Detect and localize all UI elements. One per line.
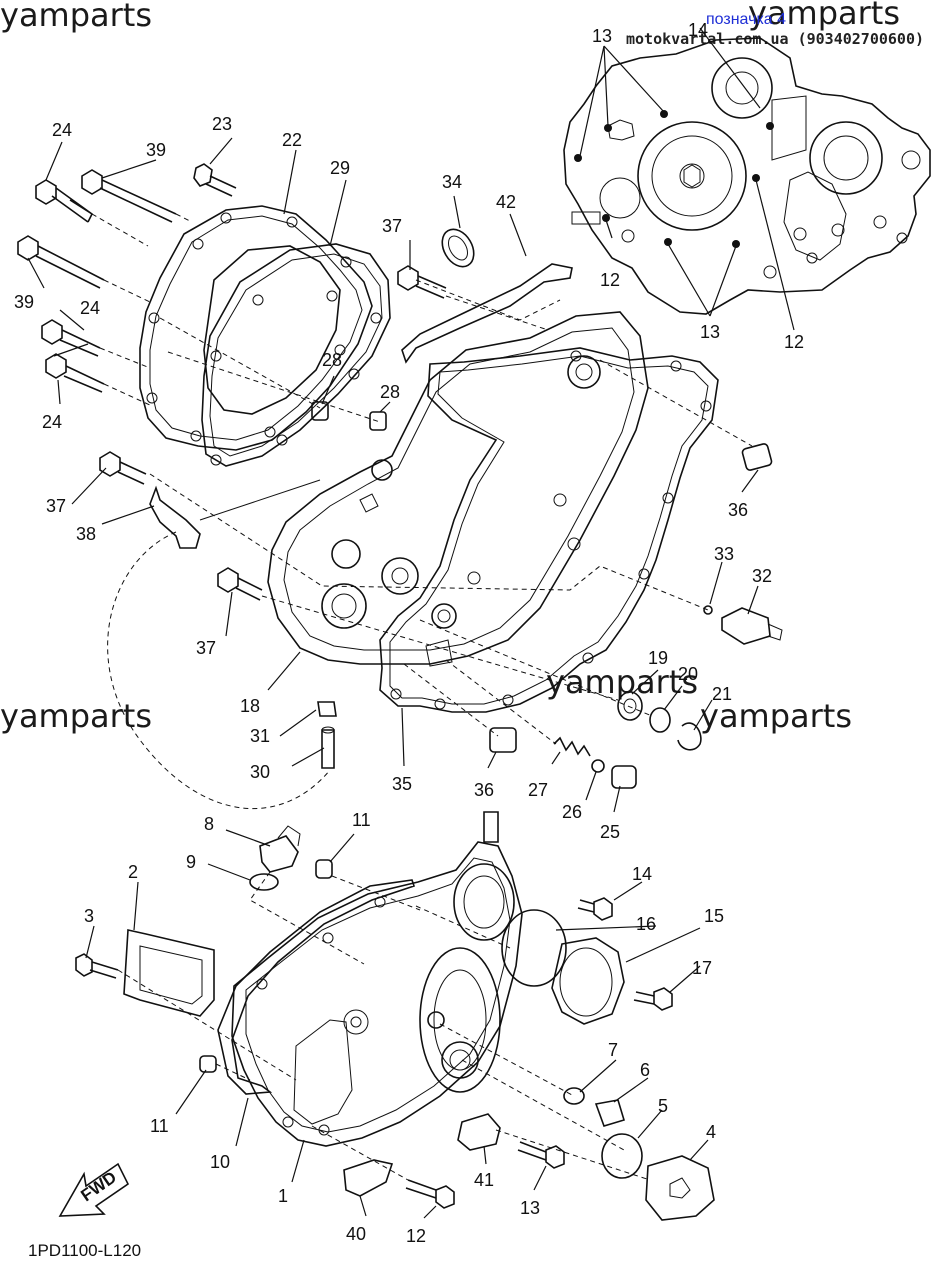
callout-5: 5 <box>658 1096 668 1116</box>
callout-37: 37 <box>46 496 66 516</box>
gasket-35 <box>379 347 719 713</box>
callout-9: 9 <box>186 852 196 872</box>
callout-42: 42 <box>496 192 516 212</box>
gasket-29 <box>201 243 391 467</box>
callout-18: 18 <box>240 696 260 716</box>
callout-34: 34 <box>442 172 462 192</box>
spring-ball-cap <box>553 736 637 789</box>
callout-37: 37 <box>382 216 402 236</box>
crankcase-cover-18 <box>267 311 649 667</box>
plug-8-oring-9 <box>249 825 301 891</box>
impeller-cover-15 <box>415 905 625 1025</box>
water-pump-cover-1 <box>231 811 523 1147</box>
callout-12: 12 <box>600 270 620 290</box>
collar-36 <box>489 443 773 753</box>
callout-7: 7 <box>608 1040 618 1060</box>
callout-14: 14 <box>688 20 708 40</box>
callout-17: 17 <box>692 958 712 978</box>
bracket-42 <box>401 263 573 364</box>
callout-26: 26 <box>562 802 582 822</box>
callout-36: 36 <box>474 780 494 800</box>
callout-12: 12 <box>406 1226 426 1246</box>
crankcase-illustration <box>563 27 931 331</box>
gasket-10 <box>217 879 416 1095</box>
callout-30: 30 <box>250 762 270 782</box>
callout-2: 2 <box>128 862 138 882</box>
callout-13: 13 <box>592 26 612 46</box>
callout-39: 39 <box>146 140 166 160</box>
callout-32: 32 <box>752 566 772 586</box>
callout-29: 29 <box>330 158 350 178</box>
oil-seal-34 <box>441 228 475 268</box>
callout-28: 28 <box>380 382 400 402</box>
bolts-lower <box>75 897 673 1209</box>
callout-19: 19 <box>648 648 668 668</box>
dowel-pins-28 <box>311 401 387 431</box>
diagram-code: 1PD1100-L120 <box>28 1241 141 1260</box>
callout-10: 10 <box>210 1152 230 1172</box>
header-link[interactable]: позначка 4 <box>706 11 786 28</box>
callout-20: 20 <box>678 664 698 684</box>
alignment-lines-lower <box>117 871 421 1181</box>
callout-25: 25 <box>600 822 620 842</box>
callout-16: 16 <box>636 914 656 934</box>
callout-37: 37 <box>196 638 216 658</box>
callout-41: 41 <box>474 1170 494 1190</box>
callout-36: 36 <box>728 500 748 520</box>
watermark-middle-left: yamparts <box>0 697 152 735</box>
watermark-middle-right: yamparts <box>700 697 852 735</box>
bolts-upper-left <box>17 163 447 601</box>
callout-31: 31 <box>250 726 270 746</box>
callout-14: 14 <box>632 864 652 884</box>
callout-11: 11 <box>150 1116 169 1136</box>
callout-3: 3 <box>84 906 94 926</box>
callout-6: 6 <box>640 1060 650 1080</box>
plugs-4-5-6-7 <box>439 1023 715 1221</box>
sensor-32 <box>703 605 783 645</box>
callout-35: 35 <box>392 774 412 794</box>
callout-28: 28 <box>322 350 342 370</box>
callout-labels: 13 14 12 13 12 24 39 23 22 29 34 42 37 3… <box>14 20 804 1246</box>
watermark-top-left: yamparts <box>0 0 152 34</box>
leader-lines <box>27 137 759 813</box>
fwd-arrow: FWD <box>58 1162 130 1217</box>
callout-27: 27 <box>528 780 548 800</box>
clamps-40-41 <box>343 1113 501 1197</box>
alignment-lines-upper <box>149 279 753 745</box>
callout-21: 21 <box>712 684 732 704</box>
source-url: motokvartal.com.ua (903402700600) <box>626 30 924 48</box>
callout-40: 40 <box>346 1224 366 1244</box>
callout-4: 4 <box>706 1122 716 1142</box>
callout-12: 12 <box>784 332 804 352</box>
hose-30 <box>321 726 335 769</box>
callout-13: 13 <box>520 1198 540 1218</box>
callout-24: 24 <box>42 412 62 432</box>
clamp-31 <box>317 701 337 717</box>
callout-13: 13 <box>700 322 720 342</box>
callout-39: 39 <box>14 292 34 312</box>
callout-8: 8 <box>204 814 214 834</box>
callout-24: 24 <box>80 298 100 318</box>
clutch-cover-outer <box>139 205 373 451</box>
seal-washer-clip <box>617 691 702 751</box>
callout-33: 33 <box>714 544 734 564</box>
callout-38: 38 <box>76 524 96 544</box>
watermark-top-right: yamparts <box>748 0 900 32</box>
gasket-2 <box>123 929 215 1017</box>
callout-24: 24 <box>52 120 72 140</box>
callout-1: 1 <box>278 1186 288 1206</box>
callout-22: 22 <box>282 130 302 150</box>
callout-11: 11 <box>352 810 371 830</box>
callout-23: 23 <box>212 114 232 134</box>
leader-lines-lower <box>85 829 709 1219</box>
callout-15: 15 <box>704 906 724 926</box>
bracket-38 <box>107 479 331 810</box>
